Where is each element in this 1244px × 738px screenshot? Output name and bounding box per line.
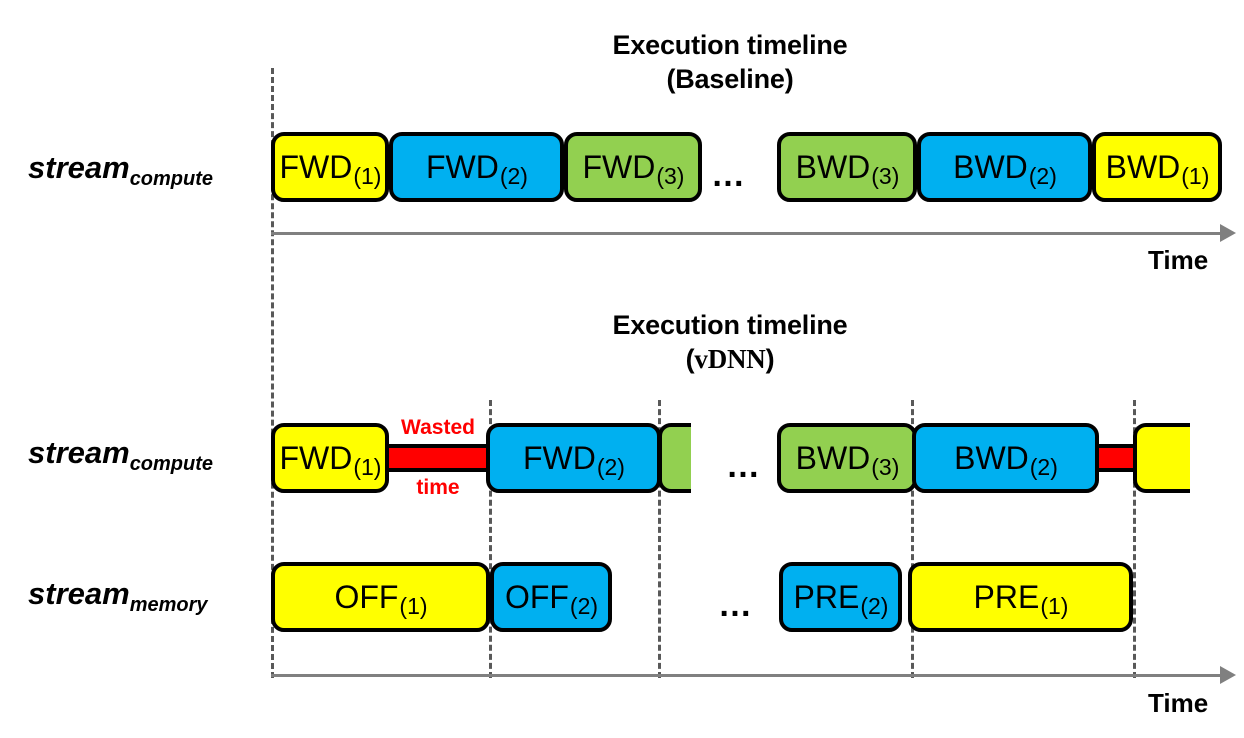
vdnn-time-axis-line [271, 674, 1221, 677]
baseline-block-bwd-3-text: BWD [795, 148, 871, 185]
vdnn-time-axis-arrowhead [1220, 666, 1236, 684]
baseline-block-bwd-3-sub: (3) [871, 162, 900, 189]
baseline-title-line2: (Baseline) [666, 64, 794, 94]
vdnn-memory-block-off-1: OFF(1) [271, 562, 490, 632]
guide-line-vdnn-4 [1133, 400, 1136, 678]
vdnn-stream-memory-base: stream [28, 576, 130, 611]
baseline-block-bwd-1: BWD(1) [1092, 132, 1222, 202]
baseline-block-bwd-2-text: BWD [953, 148, 1028, 185]
vdnn-memory-block-off-2-sub: (2) [569, 592, 599, 619]
vdnn-memory-block-off-2-text: OFF [504, 578, 569, 615]
baseline-time-axis-arrowhead [1220, 224, 1236, 242]
vdnn-compute-block-fwd-1: FWD(1) [271, 423, 389, 493]
vdnn-compute-block-fwd-2-text: FWD [523, 439, 596, 476]
guide-line-origin [271, 68, 274, 678]
vdnn-stream-memory-sub: memory [129, 594, 208, 616]
vdnn-memory-block-pre-1-sub: (1) [1040, 592, 1069, 619]
wasted-time-bar-backward [1099, 444, 1133, 472]
baseline-block-fwd-2: FWD(2) [389, 132, 564, 202]
baseline-block-fwd-2-sub: (2) [499, 162, 528, 189]
baseline-block-bwd-1-sub: (1) [1181, 162, 1210, 189]
vdnn-time-axis-label: Time [1148, 688, 1209, 718]
vdnn-memory-block-pre-1-text: PRE [973, 578, 1040, 615]
vdnn-memory-ellipsis: … [718, 586, 754, 624]
vdnn-compute-block-bwd-3-sub: (3) [871, 453, 900, 480]
vdnn-compute-block-bwd-3-text: BWD [795, 439, 871, 476]
vdnn-compute-block-fwd-3-clipped [658, 423, 691, 493]
vdnn-memory-block-off-2: OFF(2) [490, 562, 612, 632]
vdnn-compute-block-bwd-2: BWD(2) [912, 423, 1099, 493]
wasted-time-label-forward-line1: Wasted [401, 416, 475, 439]
vdnn-compute-ellipsis: … [726, 447, 762, 485]
vdnn-title-name: vDNN [694, 344, 766, 374]
vdnn-memory-block-off-1-text: OFF [334, 578, 399, 615]
vdnn-memory-block-off-1-sub: (1) [399, 592, 428, 619]
vdnn-stream-compute-base: stream [28, 435, 130, 470]
baseline-stream-compute-base: stream [28, 150, 130, 185]
baseline-stream-compute-sub: compute [129, 168, 214, 190]
vdnn-title-line1: Execution timeline [612, 310, 848, 340]
baseline-block-fwd-1-sub: (1) [353, 162, 382, 189]
vdnn-memory-block-pre-2: PRE(2) [779, 562, 902, 632]
vdnn-stream-compute-sub: compute [129, 453, 214, 475]
wasted-time-label-forward-line2: time [416, 476, 460, 499]
vdnn-compute-block-fwd-2-sub: (2) [596, 453, 625, 480]
baseline-ellipsis: … [711, 156, 747, 194]
vdnn-title-line2: (vDNN) [545, 342, 915, 376]
vdnn-compute-block-fwd-2: FWD(2) [486, 423, 661, 493]
vdnn-compute-block-bwd-1-clipped [1133, 423, 1190, 493]
guide-line-vdnn-2 [658, 400, 661, 678]
vdnn-title-paren-open: ( [685, 344, 695, 374]
vdnn-title-paren-close: ) [765, 344, 775, 374]
baseline-block-fwd-1-text: FWD [279, 148, 353, 185]
baseline-stream-compute-label: streamcompute [28, 150, 213, 189]
vdnn-compute-block-bwd-3: BWD(3) [777, 423, 917, 493]
vdnn-stream-compute-label: streamcompute [28, 435, 213, 474]
baseline-block-bwd-2-sub: (2) [1028, 162, 1057, 189]
guide-line-vdnn-1 [489, 400, 492, 678]
baseline-block-bwd-1-text: BWD [1105, 148, 1181, 185]
vdnn-memory-block-pre-2-text: PRE [793, 578, 860, 615]
baseline-block-fwd-2-text: FWD [426, 148, 499, 185]
baseline-time-axis-line [271, 232, 1221, 235]
vdnn-title: Execution timeline (vDNN) [545, 308, 915, 376]
guide-line-vdnn-3 [911, 400, 914, 678]
baseline-time-axis-label: Time [1148, 245, 1209, 275]
baseline-block-fwd-3-text: FWD [582, 148, 656, 185]
vdnn-compute-block-bwd-2-sub: (2) [1029, 453, 1058, 480]
baseline-block-fwd-1: FWD(1) [271, 132, 389, 202]
vdnn-compute-block-fwd-1-sub: (1) [353, 453, 382, 480]
vdnn-stream-memory-label: streammemory [28, 576, 208, 615]
vdnn-compute-block-bwd-2-text: BWD [954, 439, 1029, 476]
baseline-block-fwd-3: FWD(3) [564, 132, 702, 202]
baseline-block-bwd-3: BWD(3) [777, 132, 917, 202]
baseline-title: Execution timeline (Baseline) [545, 28, 915, 96]
vdnn-compute-block-fwd-1-text: FWD [279, 439, 353, 476]
baseline-title-line1: Execution timeline [612, 30, 848, 60]
vdnn-memory-block-pre-1: PRE(1) [908, 562, 1133, 632]
wasted-time-bar-forward [389, 444, 486, 472]
vdnn-memory-block-pre-2-sub: (2) [860, 592, 889, 619]
baseline-block-fwd-3-sub: (3) [656, 162, 685, 189]
baseline-block-bwd-2: BWD(2) [917, 132, 1092, 202]
